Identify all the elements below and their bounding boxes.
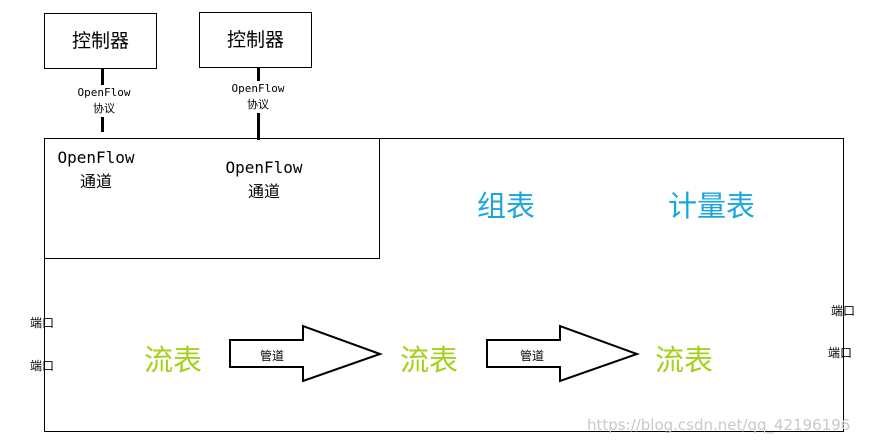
port-left-1: 端口	[30, 316, 55, 330]
controller-box-2: 控制器	[199, 12, 312, 68]
protocol-label-2: OpenFlow 协议	[220, 81, 296, 113]
channel-label-2-line1: OpenFlow	[225, 158, 303, 177]
channel-label-1-line1: OpenFlow	[57, 148, 135, 167]
port-left-2: 端口	[30, 359, 55, 373]
controller-label-2: 控制器	[226, 29, 284, 51]
pipeline-arrow-1	[229, 324, 383, 383]
flow-table-label-3: 流表	[655, 343, 714, 377]
pipeline-arrow-2	[486, 324, 640, 383]
channel-box-bottom-border	[44, 258, 380, 259]
switch-box	[44, 138, 844, 432]
protocol-label-2-line2: 协议	[247, 98, 269, 111]
channel-label-2-line2: 通道	[247, 182, 280, 201]
controller-label-1: 控制器	[71, 30, 129, 52]
protocol-label-1-line2: 协议	[93, 102, 115, 115]
protocol-label-2-line1: OpenFlow	[231, 82, 285, 95]
pipeline-label-1: 管道	[260, 349, 285, 363]
flow-table-label-1: 流表	[144, 343, 203, 377]
channel-box-right-border	[379, 138, 380, 259]
protocol-line-2-end	[257, 120, 260, 140]
port-right-2: 端口	[828, 346, 853, 360]
protocol-label-1-line1: OpenFlow	[77, 86, 131, 99]
protocol-label-1: OpenFlow 协议	[66, 85, 142, 117]
group-table-label: 组表	[477, 189, 536, 223]
port-right-1: 端口	[831, 304, 856, 318]
flow-table-label-2: 流表	[400, 343, 459, 377]
meter-table-label: 计量表	[668, 189, 756, 223]
channel-label-1-line2: 通道	[79, 172, 112, 191]
pipeline-label-2: 管道	[520, 349, 545, 363]
channel-label-1: OpenFlow 通道	[48, 146, 144, 194]
watermark-text: https://blog.csdn.net/qq_42196196	[587, 416, 851, 434]
channel-label-2: OpenFlow 通道	[216, 156, 312, 204]
controller-box-1: 控制器	[44, 13, 157, 69]
